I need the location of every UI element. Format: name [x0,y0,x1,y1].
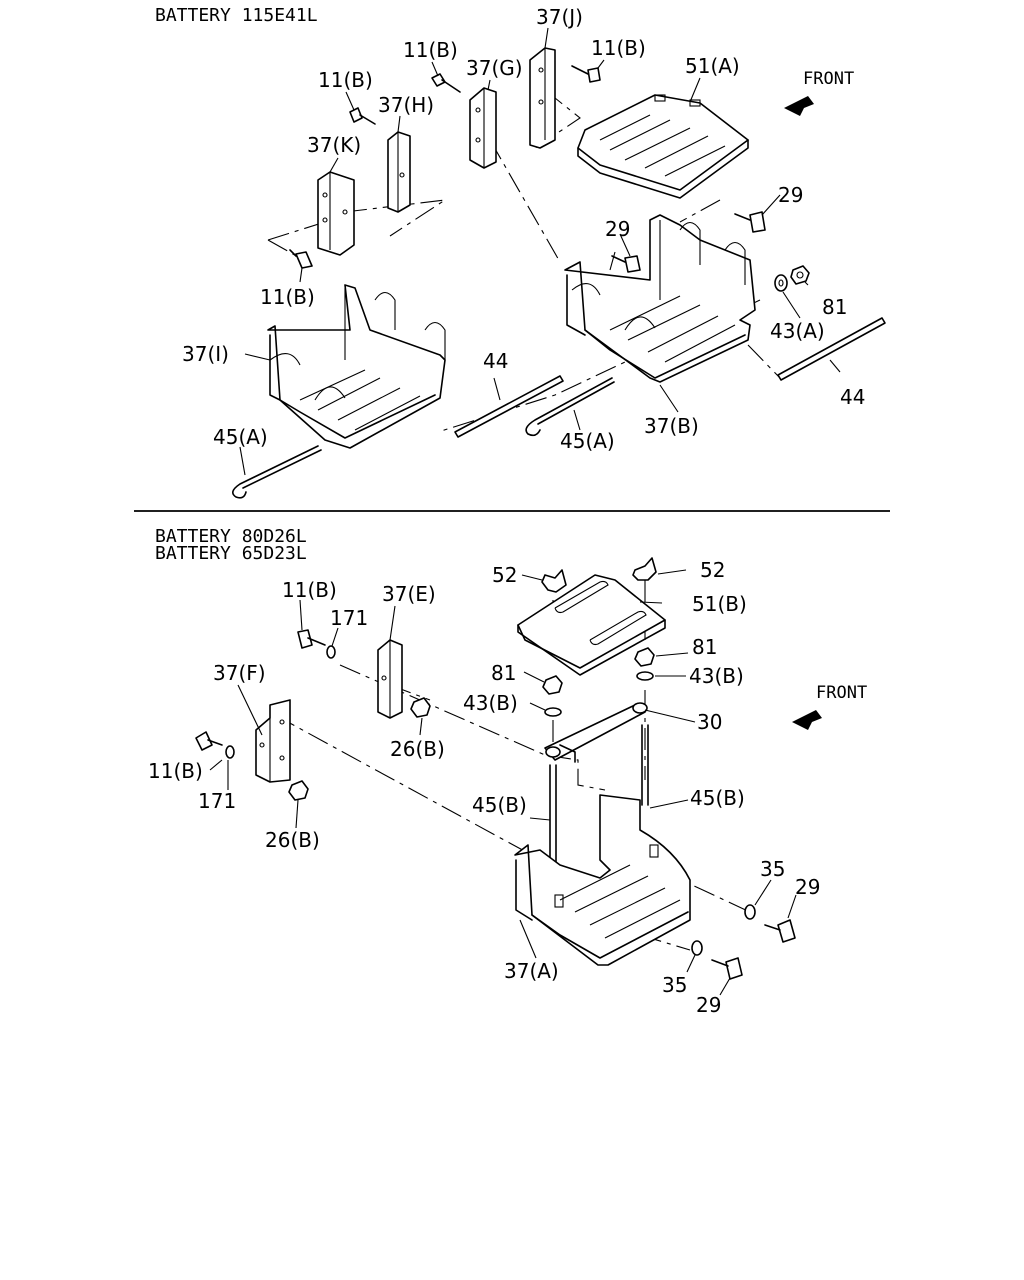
label-51b: 51(B) [692,592,747,616]
crossbar-30 [544,702,648,763]
nut-icon [634,647,655,667]
hold-down-plate-51b [517,574,666,676]
bracket-37g [469,87,497,169]
label-37k: 37(K) [307,133,361,157]
label-171: 171 [330,606,368,630]
label-51a: 51(A) [685,54,740,78]
bracket-37e [377,639,403,719]
label-37b: 37(B) [644,414,699,438]
label-11b: 11(B) [591,36,646,60]
top-assembly [232,27,886,499]
label-26b: 26(B) [390,737,445,761]
bolt-icon [611,255,641,273]
label-11b: 11(B) [282,578,337,602]
bolt-icon [764,919,796,943]
bolt-icon [297,629,326,649]
label-171: 171 [198,789,236,813]
label-81: 81 [692,635,717,659]
bolt-icon [289,249,313,269]
header-battery-80d26l: BATTERY 80D26L [155,526,307,547]
label-45a: 45(A) [213,425,268,449]
nut-icon [288,780,309,801]
lock-washer-icon [326,645,336,659]
bracket-37f [255,699,291,783]
label-45a: 45(A) [560,429,615,453]
battery-tray-37b [564,214,756,383]
label-37i: 37(I) [182,342,229,366]
label-35: 35 [662,973,687,997]
lock-washer-icon [225,745,235,759]
label-45b: 45(B) [472,793,527,817]
label-81: 81 [491,661,516,685]
hold-down-plate-51a [577,94,749,199]
label-29: 29 [795,875,820,899]
label-37h: 37(H) [378,93,434,117]
label-52: 52 [492,563,517,587]
label-front: FRONT [816,683,867,703]
washer-icon [744,904,756,920]
bolt-icon [349,107,376,125]
label-45b: 45(B) [690,786,745,810]
nut-icon [542,675,563,695]
label-37g: 37(G) [466,56,523,80]
bracket-37j [529,47,556,149]
label-52: 52 [700,558,725,582]
bolt-icon [734,211,766,233]
j-hook-45a-left [232,445,322,499]
battery-tray-37a [514,794,691,966]
label-29: 29 [605,217,630,241]
wing-nut-icon [632,557,657,581]
label-11b: 11(B) [318,68,373,92]
label-43b: 43(B) [689,664,744,688]
label-44: 44 [483,349,508,373]
nut-icon [410,697,431,718]
label-front: FRONT [803,69,854,89]
nut-icon [790,265,810,285]
bolt-icon [571,65,601,83]
label-37e: 37(E) [382,582,436,606]
label-37j: 37(J) [536,5,583,29]
j-bolt-45b-right [641,724,649,806]
rod-44-left [454,375,564,438]
washer-icon [691,940,703,956]
wing-nut-icon [541,569,567,593]
label-29: 29 [778,183,803,207]
label-81: 81 [822,295,847,319]
label-43a: 43(A) [770,319,825,343]
washer-icon [544,707,562,717]
bottom-assembly [195,557,822,996]
bolt-icon [711,957,743,980]
rod-44-right [777,317,886,381]
label-37a: 37(A) [504,959,559,983]
label-26b: 26(B) [265,828,320,852]
bolt-icon [195,731,223,751]
label-30: 30 [697,710,722,734]
front-arrow-icon [784,96,814,116]
bracket-37k [317,171,355,256]
washer-icon [774,274,788,292]
header-battery-65d23l: BATTERY 65D23L [155,543,307,564]
j-hook-45a-right [525,377,615,437]
label-11b: 11(B) [403,38,458,62]
bracket-37h [387,131,411,213]
header-battery-115e41l: BATTERY 115E41L [155,5,318,26]
washer-icon [636,671,654,681]
label-11b: 11(B) [260,285,315,309]
bolt-icon [431,73,461,93]
label-11b: 11(B) [148,759,203,783]
label-37f: 37(F) [213,661,266,685]
label-44: 44 [840,385,865,409]
battery-tray-37i [267,284,446,449]
front-arrow-icon [792,710,822,730]
label-43b: 43(B) [463,691,518,715]
label-35: 35 [760,857,785,881]
label-29: 29 [696,993,721,1017]
